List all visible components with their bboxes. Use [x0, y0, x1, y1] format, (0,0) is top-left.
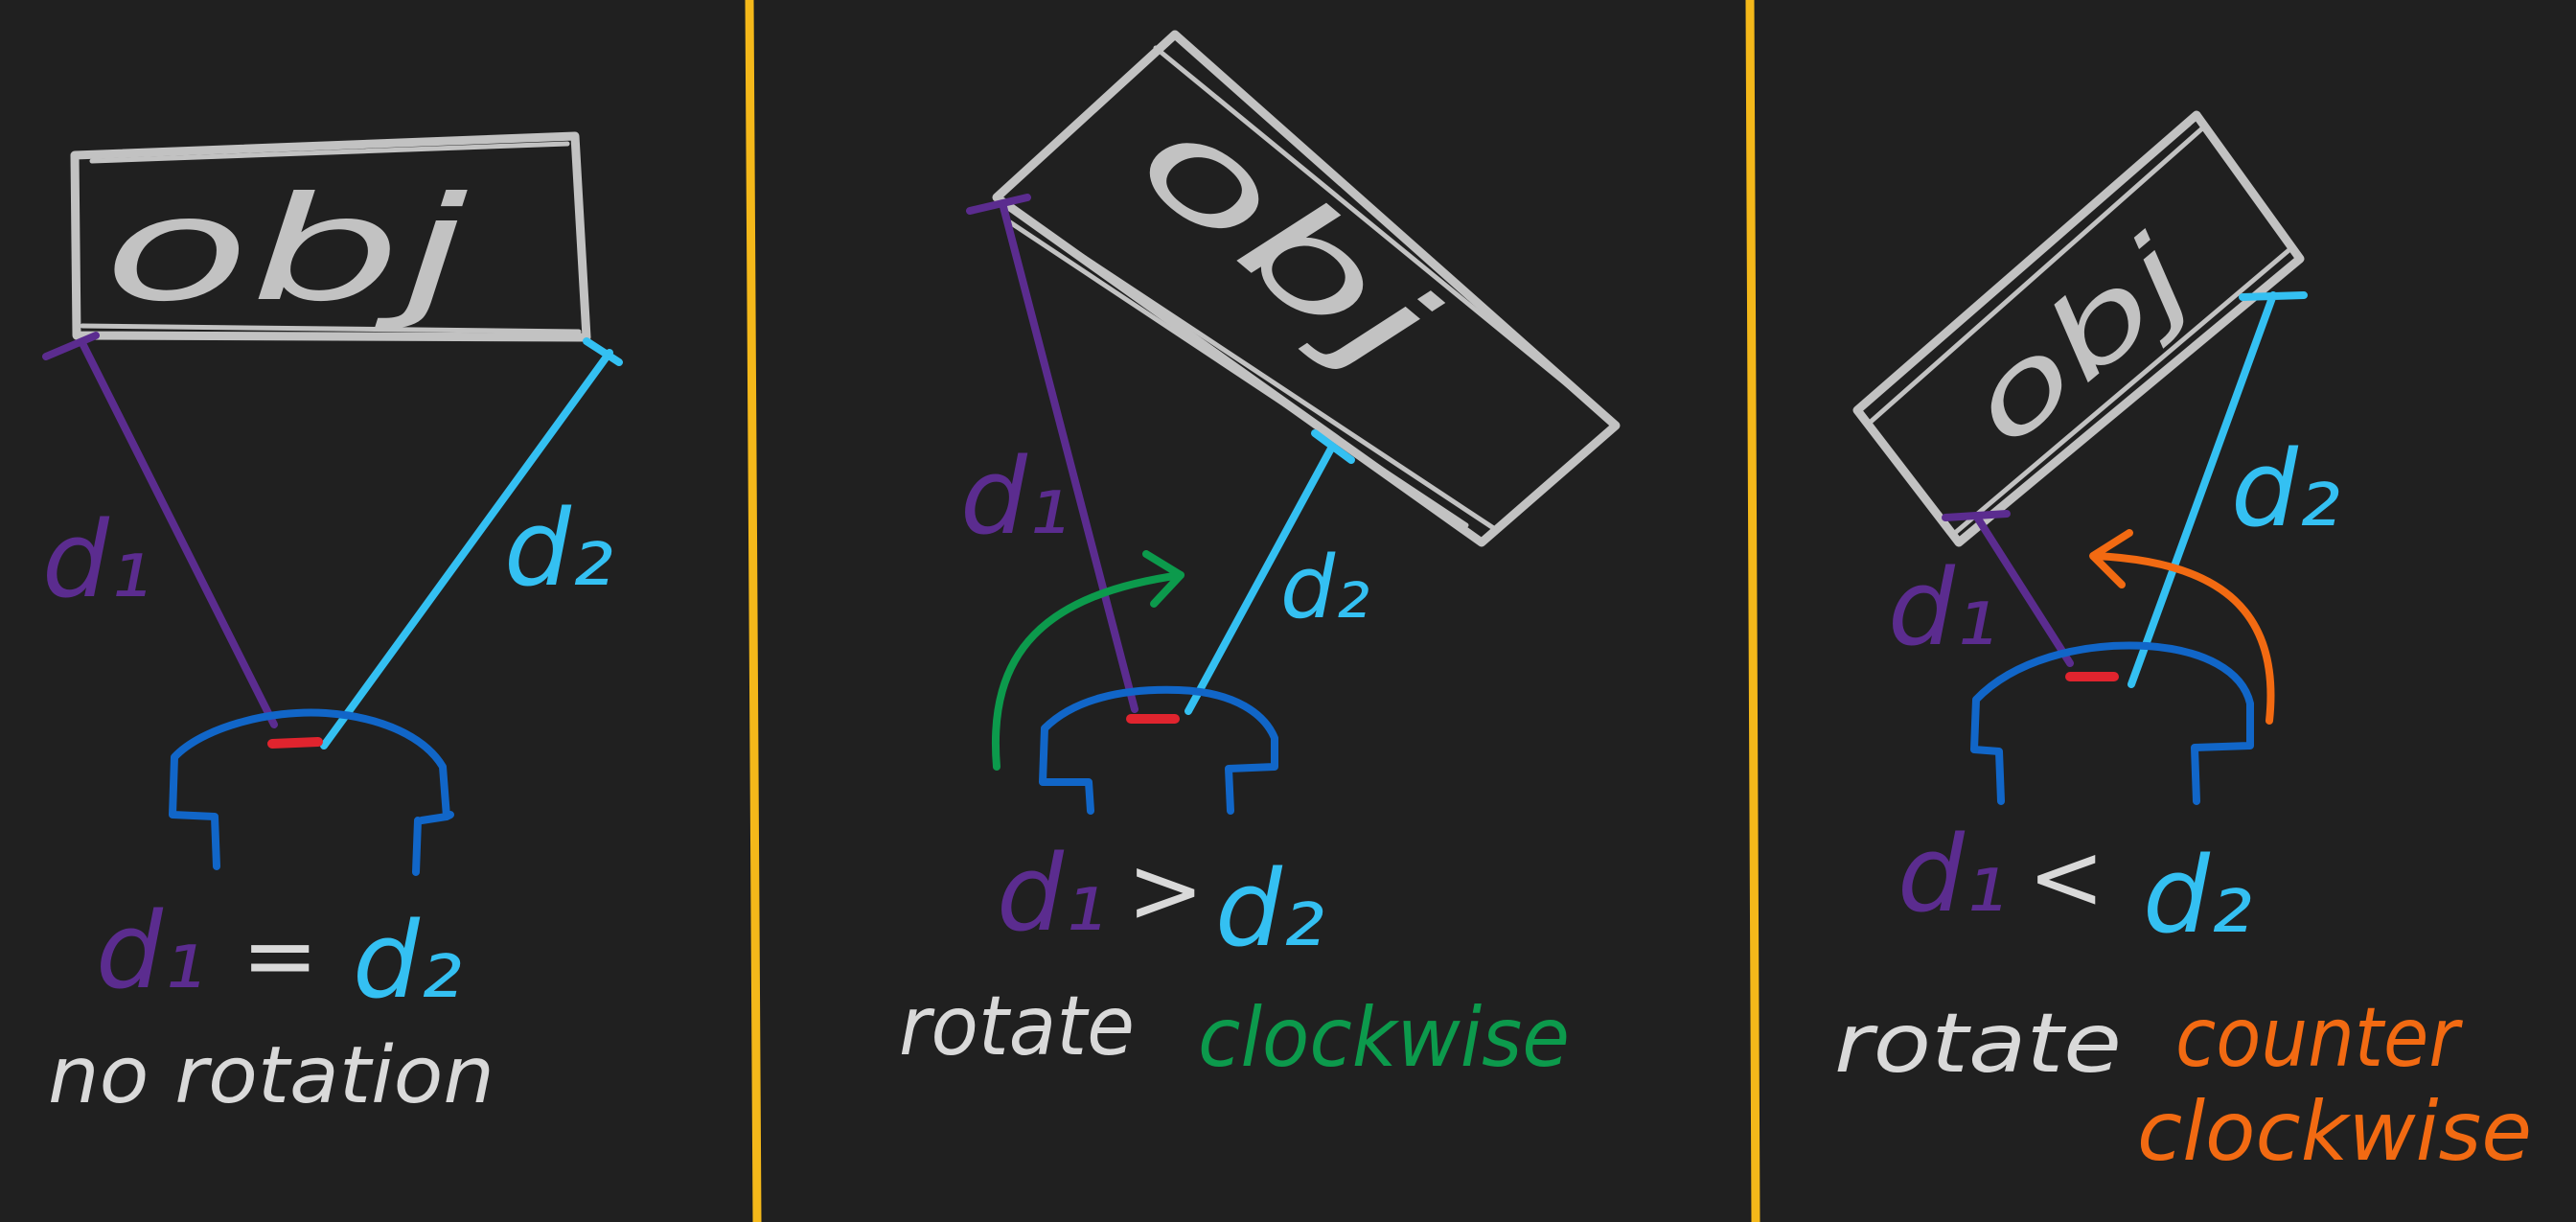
sensor-icon — [267, 737, 323, 749]
panel-no-rotation: obj d₁ d₂ d₁ = d₂ no rotation — [42, 131, 623, 1121]
panel-divider-2 — [1745, 0, 1760, 1222]
d2-line — [2128, 291, 2308, 688]
d2-line — [320, 337, 623, 749]
relation-left: d₁ — [96, 889, 205, 1012]
caption-line-1: rotate — [1834, 996, 2122, 1092]
relation-right: d₂ — [1215, 847, 1324, 970]
d2-label: d₂ — [1280, 538, 1369, 638]
object-label: obj — [1944, 214, 2216, 471]
d1-line — [42, 332, 278, 728]
relation-right: d₂ — [353, 899, 462, 1022]
d1-label: d₁ — [960, 435, 1070, 558]
relation-operator: > — [1127, 837, 1204, 944]
caption-accent-1: counter — [2175, 990, 2463, 1086]
object-box: obj — [70, 131, 591, 342]
clockwise-arrow-icon — [992, 550, 1184, 771]
relation-label: d₁ < d₂ — [1898, 813, 2252, 957]
caption-accent-2: clockwise — [2137, 1084, 2532, 1180]
panel-rotate-clockwise: obj d₁ d₂ d₁ > d₂ rotate clockwise — [899, 30, 1621, 1086]
d1-label: d₁ — [1888, 546, 1997, 669]
relation-operator: = — [242, 902, 318, 1009]
counter-clockwise-arrow-icon — [2089, 529, 2275, 725]
caption-accent-1: clockwise — [1198, 990, 1570, 1086]
robot-icon — [169, 708, 454, 876]
robot-icon — [1970, 641, 2254, 805]
relation-label: d₁ = d₂ — [96, 889, 462, 1022]
relation-left: d₁ — [997, 832, 1106, 955]
panel-rotate-counter-clockwise: obj d₁ d₂ d₁ < d₂ rotate counter clockwi… — [1834, 110, 2532, 1180]
relation-operator: < — [2028, 823, 2104, 931]
object-box: obj — [992, 30, 1621, 547]
d2-line — [1184, 429, 1355, 715]
caption-line-1: no rotation — [48, 1030, 494, 1121]
relation-left: d₁ — [1898, 813, 2007, 935]
d1-line — [966, 194, 1138, 713]
relation-label: d₁ > d₂ — [997, 832, 1324, 970]
caption-line-1: rotate — [899, 979, 1135, 1074]
d1-label: d₁ — [42, 498, 151, 621]
panel-divider-1 — [745, 0, 762, 1222]
robot-icon — [1039, 685, 1278, 815]
object-label: obj — [104, 167, 469, 334]
d1-line — [1942, 510, 2074, 667]
d2-label: d₂ — [2231, 427, 2340, 550]
d2-label: d₂ — [504, 487, 613, 610]
relation-right: d₂ — [2143, 834, 2252, 957]
